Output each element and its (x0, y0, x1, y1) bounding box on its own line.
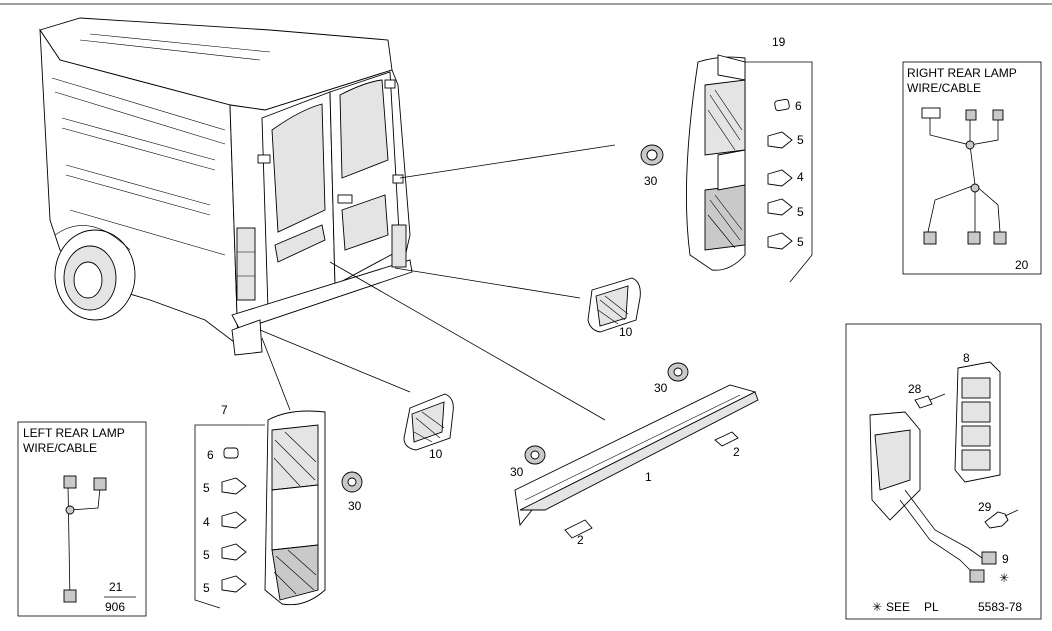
high-stop-lamp (514, 384, 759, 527)
callout-29: 29 (978, 500, 992, 514)
callout-4-left: 4 (203, 515, 210, 529)
callout-labels: 1 2 2 4 4 5 5 5 5 5 5 6 6 7 8 9 ✳ 10 10 … (105, 35, 1029, 614)
callout-2-lower: 2 (577, 533, 584, 547)
bulb-2-upper (714, 431, 739, 447)
callout-2-upper: 2 (733, 445, 740, 459)
left-box-title-1: LEFT REAR LAMP (23, 426, 125, 440)
left-bulbs (221, 447, 247, 593)
connector-8 (954, 361, 1001, 483)
right-box-title-1: RIGHT REAR LAMP (907, 66, 1017, 80)
see-note-symbol: ✳ (872, 600, 882, 614)
grommet-30-mid (341, 471, 363, 493)
bracket-7 (194, 424, 248, 609)
see-note-text: SEE (886, 600, 910, 614)
callout-19: 19 (772, 35, 786, 49)
callout-8: 8 (963, 351, 970, 365)
bracket-19 (765, 61, 813, 283)
callout-30-lamp-b: 30 (510, 465, 524, 479)
callout-6-right: 6 (795, 99, 802, 113)
leader-lines (259, 144, 616, 421)
right-box-title-2: WIRE/CABLE (907, 81, 981, 95)
callout-5-right-a: 5 (797, 133, 804, 147)
grommet-30-lamp-b (524, 445, 546, 465)
callout-5-left-b: 5 (203, 548, 210, 562)
callout-906: 906 (105, 600, 125, 614)
callout-6-left: 6 (207, 448, 214, 462)
callout-20: 20 (1015, 258, 1029, 272)
callout-5-left-a: 5 (203, 481, 210, 495)
callout-10-lower: 10 (429, 447, 443, 461)
right-bulbs (767, 98, 793, 250)
callout-10-upper: 10 (619, 325, 633, 339)
see-note-ref: 5583-78 (978, 600, 1022, 614)
van-rear-illustration (39, 17, 413, 356)
callout-5-right-c: 5 (797, 235, 804, 249)
callout-9-star: ✳ (999, 571, 1009, 585)
left-wiring-box (17, 421, 147, 617)
connector-box (845, 323, 1042, 620)
see-note-pl: PL (924, 600, 939, 614)
license-lamp-10-upper (587, 277, 641, 333)
screw-28 (914, 393, 946, 409)
see-reference-note: ✳ SEE PL 5583-78 (872, 600, 1022, 614)
grommet-30-lamp-a (667, 362, 689, 382)
callout-21: 21 (109, 580, 123, 594)
callout-5-left-c: 5 (203, 581, 210, 595)
screw-29 (984, 509, 1019, 529)
license-lamp-10-lower (403, 393, 454, 451)
callout-1: 1 (645, 470, 652, 484)
callout-7: 7 (221, 403, 228, 417)
left-rear-lamp (264, 410, 326, 606)
bulb-2-lower (564, 519, 593, 539)
callout-30-top: 30 (644, 174, 658, 188)
left-harness (63, 475, 107, 603)
callout-9: 9 (1002, 552, 1009, 566)
left-box-title-2: WIRE/CABLE (23, 441, 97, 455)
callout-28: 28 (908, 382, 922, 396)
right-rear-lamp (685, 54, 746, 271)
callout-30-lamp-a: 30 (654, 381, 668, 395)
callout-5-right-b: 5 (797, 205, 804, 219)
callout-30-mid: 30 (348, 499, 362, 513)
callout-4-right: 4 (797, 170, 804, 184)
plug-9 (869, 411, 997, 583)
right-harness (921, 107, 1007, 245)
right-wiring-box (902, 61, 1042, 275)
box-titles: LEFT REAR LAMP WIRE/CABLE RIGHT REAR LAM… (23, 66, 1017, 455)
grommet-30-top (640, 144, 664, 166)
